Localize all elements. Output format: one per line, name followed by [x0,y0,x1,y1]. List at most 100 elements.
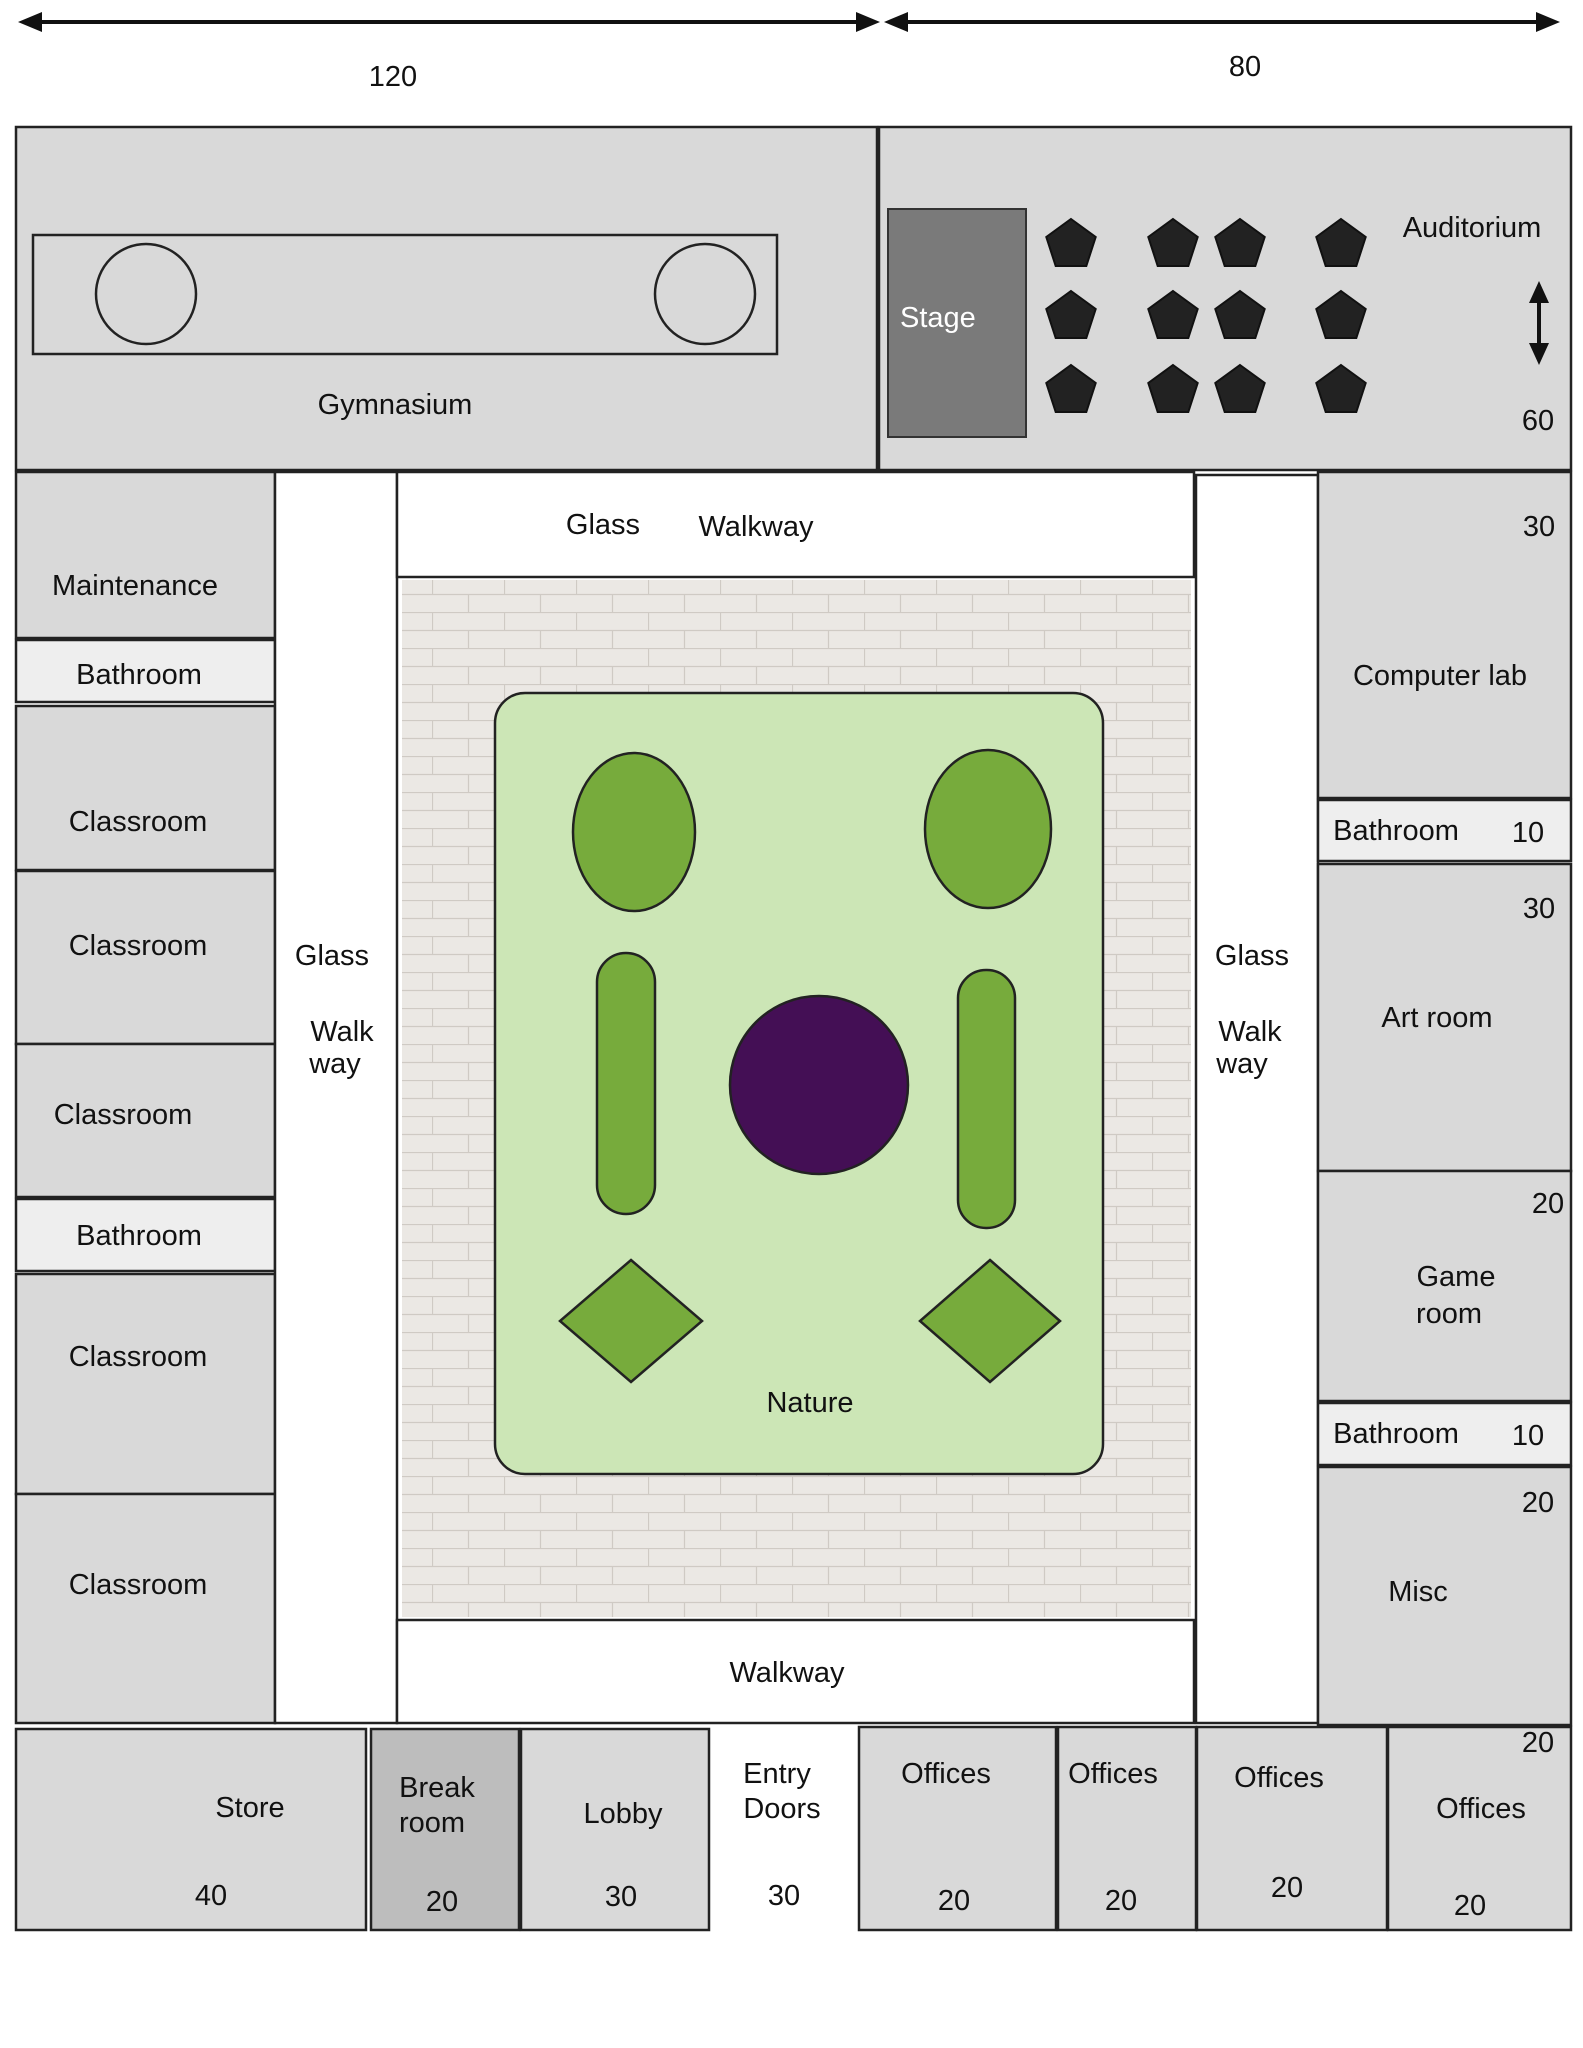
break-room-size: 20 [426,1886,458,1918]
gymnasium-room[interactable] [14,125,879,472]
auditorium-seat [1214,363,1266,413]
art-room-size: 30 [1523,893,1555,925]
computer-lab-label: Computer lab [1353,660,1527,692]
auditorium-height-arrow [1529,281,1549,365]
garden-bush-left [558,1258,704,1384]
bathroom-right-2-size: 10 [1512,1420,1544,1452]
game-room-label-1: Game [1417,1261,1496,1293]
classroom-3[interactable] [14,1042,277,1199]
auditorium-seat [1214,289,1266,339]
glass-walkway-left[interactable] [273,470,399,1725]
game-room-label-2: room [1416,1298,1482,1330]
auditorium-seat [1147,217,1199,267]
lobby-room[interactable] [519,1727,711,1932]
glass-walkway-left-label-3: way [308,1048,361,1080]
auditorium-seat [1315,289,1367,339]
break-room-label-1: Break [399,1772,475,1804]
bathroom-left-2[interactable] [14,1197,277,1273]
store-label: Store [215,1792,284,1824]
auditorium-seat [1045,289,1097,339]
classroom-4-label: Classroom [69,1341,208,1373]
game-room[interactable] [1316,1169,1573,1403]
auditorium-seats [1045,217,1367,413]
garden-tree-left [571,751,697,913]
stage [887,208,1027,438]
break-room[interactable] [369,1727,521,1932]
offices-1-size: 20 [938,1885,970,1917]
basketball-court [31,233,779,356]
bathroom-left-2-label: Bathroom [76,1220,202,1252]
offices-2-label: Offices [1068,1758,1158,1790]
glass-walkway-top[interactable] [395,470,1196,579]
auditorium-seat [1315,363,1367,413]
classroom-3-label: Classroom [54,1099,193,1131]
garden-tree-right [923,748,1053,910]
glass-walkway-left-label-2: Walk [310,1016,374,1048]
offices-1-label: Offices [901,1758,991,1790]
store-size: 40 [195,1880,227,1912]
auditorium-seat [1214,217,1266,267]
bathroom-right-2-label: Bathroom [1333,1418,1459,1450]
auditorium-seat [1045,363,1097,413]
dimension-label-120: 120 [369,61,417,93]
bathroom-right-2[interactable] [1316,1401,1573,1467]
glass-walkway-right[interactable] [1194,473,1320,1725]
dimension-arrow-top-right [884,12,1560,32]
classroom-5[interactable] [14,1492,277,1725]
art-room-label: Art room [1381,1002,1492,1034]
entry-doors-label-1[interactable]: Entry [743,1758,811,1790]
offices-3-label: Offices [1234,1762,1324,1794]
bathroom-left-1-label: Bathroom [76,659,202,691]
offices-2-size: 20 [1105,1885,1137,1917]
stage-label: Stage [900,302,976,334]
offices-3-size: 20 [1271,1872,1303,1904]
store-room[interactable] [14,1727,368,1932]
garden-hedge-right [956,968,1017,1230]
offices-4-size-top: 20 [1522,1727,1554,1759]
bathroom-right-1-size: 10 [1512,817,1544,849]
bathroom-right-1[interactable] [1316,798,1573,863]
classroom-4[interactable] [14,1272,277,1496]
lobby-size: 30 [605,1881,637,1913]
dimension-arrow-top-left [18,12,880,32]
auditorium-height-label: 60 [1522,405,1554,437]
glass-walkway-right-label-2: Walk [1218,1016,1282,1048]
garden-bush-right [918,1258,1062,1384]
computer-lab-room[interactable] [1316,470,1573,800]
glass-walkway-right-label-1: Glass [1215,940,1289,972]
gymnasium-label: Gymnasium [318,389,473,421]
auditorium-seat [1045,217,1097,267]
classroom-2[interactable] [14,869,277,1046]
classroom-1-label: Classroom [69,806,208,838]
maintenance-room[interactable] [14,470,277,640]
glass-walkway-top-label-1: Glass [566,509,640,541]
auditorium-seat [1315,217,1367,267]
court-circle-left [94,242,198,346]
nature-label: Nature [766,1387,853,1419]
classroom-1[interactable] [14,704,277,872]
art-room[interactable] [1316,862,1573,1173]
offices-4[interactable] [1386,1725,1573,1932]
dimension-label-80: 80 [1229,51,1261,83]
bathroom-right-1-label: Bathroom [1333,815,1459,847]
classroom-2-label: Classroom [69,930,208,962]
walkway-bottom[interactable] [395,1618,1196,1725]
garden-fountain [728,994,910,1176]
misc-room[interactable] [1316,1465,1573,1727]
glass-walkway-top-label-2: Walkway [699,511,814,543]
offices-4-size: 20 [1454,1890,1486,1922]
auditorium-seat [1147,363,1199,413]
lobby-label: Lobby [583,1798,663,1830]
misc-label: Misc [1388,1576,1448,1608]
entry-doors-size: 30 [768,1880,800,1912]
auditorium-seat [1147,289,1199,339]
offices-3[interactable] [1195,1725,1389,1932]
court-circle-right [653,242,757,346]
game-room-size: 20 [1532,1188,1564,1220]
computer-lab-size: 30 [1523,511,1555,543]
garden-hedge-left [595,951,657,1216]
entry-doors-label-2[interactable]: Doors [743,1793,820,1825]
offices-1[interactable] [857,1725,1058,1932]
glass-walkway-left-label-1: Glass [295,940,369,972]
